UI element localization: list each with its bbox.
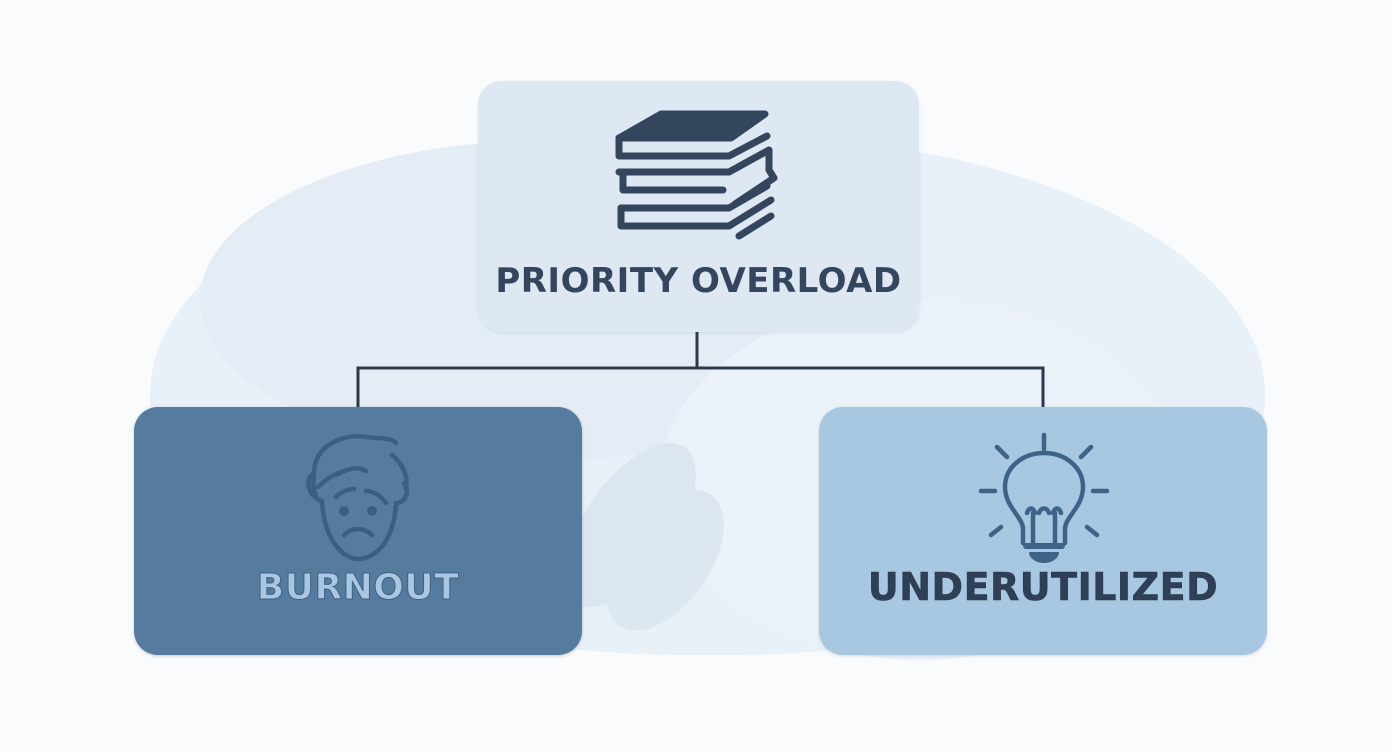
- stacked-books-icon: [615, 110, 778, 240]
- lightbulb-icon: [978, 432, 1110, 563]
- child-node-burnout: BURNOUT: [134, 407, 582, 655]
- underutilized-label: UNDERUTILIZED: [867, 565, 1219, 610]
- root-node-label: PRIORITY OVERLOAD: [495, 261, 902, 301]
- burnout-label: BURNOUT: [256, 567, 460, 609]
- sad-face-icon: [306, 434, 409, 562]
- root-node-priority-overload: PRIORITY OVERLOAD: [478, 81, 919, 332]
- child-node-underutilized: UNDERUTILIZED: [819, 407, 1267, 655]
